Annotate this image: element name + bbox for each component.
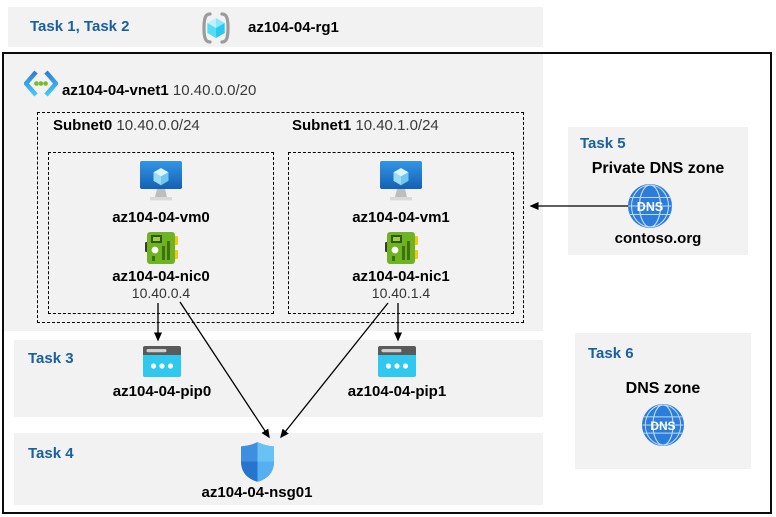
task3-label: Task 3	[28, 350, 74, 367]
resource-group-icon	[198, 10, 234, 46]
vm-label: az104-04-vm0	[112, 209, 210, 226]
virtual-machine-icon	[377, 161, 425, 202]
pip1-label: az104-04-pip1	[347, 383, 447, 400]
subnet0-name: Subnet0	[53, 117, 113, 134]
subnet1-title: Subnet1 10.40.1.0/24	[292, 117, 439, 134]
public-ip-icon	[378, 346, 416, 377]
nsg-label: az104-04-nsg01	[201, 484, 313, 501]
task6-box: Task 6 DNS zone DNS	[575, 333, 751, 469]
dns-globe-icon: DNS	[641, 403, 685, 447]
network-interface-icon	[144, 231, 178, 265]
task4-box: Task 4 az104-04-nsg01	[14, 433, 543, 505]
header-task-label: Task 1, Task 2	[30, 18, 130, 35]
subnet1-inner-box: az104-04-vm1 az104-04-nic1 10.40.1.4	[288, 152, 514, 314]
task6-label: Task 6	[588, 345, 634, 362]
pip1-group: az104-04-pip1	[309, 346, 485, 400]
task4-label: Task 4	[28, 445, 74, 462]
vnet-title: az104-04-vnet1 10.40.0.0/20	[62, 82, 256, 99]
nic-ip: 10.40.0.4	[131, 285, 191, 301]
task5-box: Task 5 Private DNS zone DNS contoso.org	[568, 127, 748, 255]
pip0-group: az104-04-pip0	[74, 346, 250, 400]
nic-ip: 10.40.1.4	[371, 285, 431, 301]
nic-label: az104-04-nic0	[112, 268, 210, 285]
resource-group-name: az104-04-rg1	[248, 19, 339, 36]
public-ip-icon	[143, 346, 181, 377]
vm-label: az104-04-vm1	[352, 209, 450, 226]
task5-zone-name: contoso.org	[614, 230, 702, 247]
dns-icon-text: DNS	[637, 200, 663, 214]
task5-label: Task 5	[580, 135, 626, 152]
virtual-network-icon	[24, 70, 58, 97]
pip0-label: az104-04-pip0	[112, 383, 212, 400]
subnet1-cidr: 10.40.1.0/24	[355, 117, 439, 134]
subnet0-title: Subnet0 10.40.0.0/24	[53, 117, 200, 134]
nic-label: az104-04-nic1	[352, 268, 450, 285]
header-strip: Task 1, Task 2 az104-04-rg1	[8, 7, 543, 47]
virtual-machine-icon	[137, 161, 185, 202]
dns-globe-icon: DNS	[627, 183, 673, 229]
subnet0-cidr: 10.40.0.0/24	[116, 117, 200, 134]
subnet0-inner-box: az104-04-vm0 az104-04-nic0 10.40.0.4	[48, 152, 274, 314]
vnet-cidr: 10.40.0.0/20	[172, 82, 257, 99]
nsg-shield-icon	[240, 442, 274, 482]
vnet-name: az104-04-vnet1	[62, 82, 169, 99]
task6-title: DNS zone	[625, 380, 701, 397]
dns-icon-text: DNS	[650, 419, 675, 433]
subnet1-name: Subnet1	[292, 117, 352, 134]
nsg-group: az104-04-nsg01	[182, 442, 332, 501]
network-interface-icon	[384, 231, 418, 265]
task5-title: Private DNS zone	[591, 160, 725, 177]
task3-box: Task 3 az104-04-pip0	[14, 340, 543, 417]
